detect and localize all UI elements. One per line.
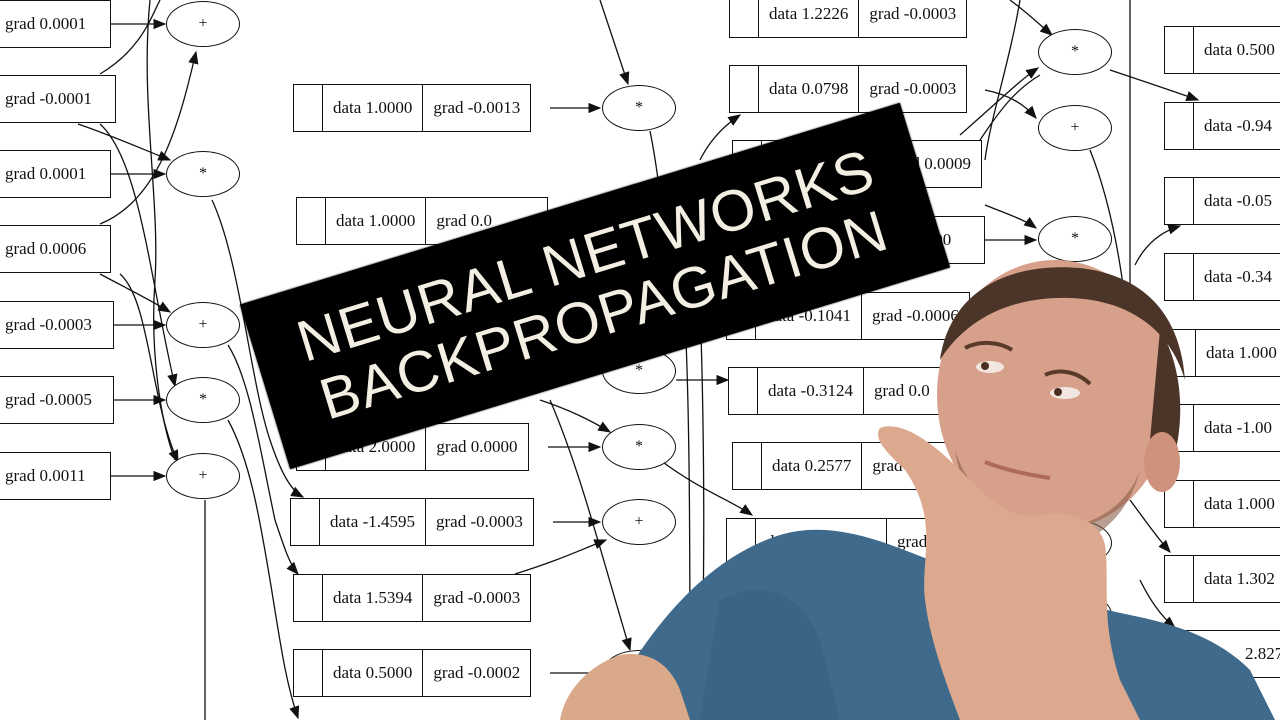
value-node: grad 0.0006: [0, 225, 111, 273]
data-value: data -1.4595: [320, 499, 426, 545]
plus-op-node: +: [602, 499, 676, 545]
node-label-cell: [1165, 405, 1194, 451]
value-node: grad -0.0003: [0, 301, 114, 349]
value-node: grad 0.0001: [0, 150, 111, 198]
node-label-cell: [1167, 330, 1196, 376]
node-label-cell: [1165, 481, 1194, 527]
data-value: data 0.2577: [762, 443, 863, 489]
value-node: data 1.000: [1164, 480, 1280, 528]
grad-value: grad -0.0003: [869, 79, 957, 98]
node-label-cell: [730, 0, 759, 37]
value-node: data -1.4595 grad -0.0003: [290, 498, 534, 546]
data-value: data 1.0000: [323, 85, 424, 131]
node-label-cell: [294, 575, 323, 621]
grad-value: grad: [897, 532, 928, 551]
times-op-node: *: [602, 85, 676, 131]
node-label-cell: [733, 443, 762, 489]
grad-value: grad -0.0001: [5, 89, 92, 108]
grad-value: grad -0.0003: [433, 588, 521, 607]
value-node: grad 0.0001: [0, 0, 111, 48]
value-node: 2.827: [1164, 630, 1280, 678]
grad-value: grad -0.0006: [871, 306, 959, 325]
grad-value: grad 0.0: [873, 381, 930, 400]
grad-value: grad 0.0001: [5, 164, 87, 183]
data-value: d...083: [756, 519, 887, 565]
data-value: data -1.00: [1194, 405, 1280, 451]
node-label-cell: [1165, 27, 1194, 73]
times-op-node: *: [166, 377, 240, 423]
grad-value: grad 0.0000: [436, 437, 518, 456]
data-value: data -0.94: [1194, 103, 1280, 149]
op-node: [1038, 592, 1112, 638]
value-node: data -0.34: [1164, 253, 1280, 301]
grad-value: d 0.0009: [911, 154, 972, 173]
plus-op-node: +: [602, 650, 676, 696]
value-node: grad 0.0011: [0, 452, 111, 500]
value-node: d...083 grad: [726, 518, 986, 566]
node-label-cell: [294, 85, 323, 131]
node-label-cell: [294, 650, 323, 696]
times-op-node: *: [1038, 216, 1112, 262]
data-value: data 1.0000: [326, 198, 427, 244]
data-value: data 0.5000: [323, 650, 424, 696]
times-op-node: *: [1038, 29, 1112, 75]
value-node: grad -0.0005: [0, 376, 114, 424]
times-op-node: *: [602, 424, 676, 470]
data-value: data 1.000: [1194, 481, 1280, 527]
value-node: data -0.05: [1164, 177, 1280, 225]
value-node: data 1.0000 grad -0.0013: [293, 84, 532, 132]
node-label-cell: [1165, 178, 1194, 224]
grad-value: grad 0.0001: [5, 14, 87, 33]
data-value: data -0.05: [1194, 178, 1280, 224]
data-value: data 1.2226: [759, 0, 860, 37]
node-label-cell: [1165, 556, 1194, 602]
value-node: data 1.302: [1164, 555, 1280, 603]
data-value: 2.827: [1245, 644, 1280, 663]
node-label-cell: [730, 66, 759, 112]
times-op-node: *: [166, 151, 240, 197]
grad-value: grad -0.0013: [433, 98, 521, 117]
node-label-cell: [1165, 631, 1193, 677]
node-label-cell: [729, 368, 758, 414]
data-value: data 0.0798: [759, 66, 860, 112]
data-value: data 1.5394: [323, 575, 424, 621]
grad-value: grad: [872, 456, 903, 475]
plus-op-node: +: [1038, 105, 1112, 151]
grad-value: grad -0.0005: [5, 390, 92, 409]
value-node: data 0.5000 grad -0.0002: [293, 649, 532, 697]
plus-op-node: +: [166, 302, 240, 348]
node-label-cell: [727, 519, 756, 565]
node-label-cell: [1165, 103, 1194, 149]
grad-value: grad -0.0003: [435, 512, 523, 531]
node-label-cell: [297, 198, 326, 244]
value-node: data 1.5394 grad -0.0003: [293, 574, 532, 622]
value-node: data -1.00: [1164, 404, 1280, 452]
data-value: data 1.000: [1196, 330, 1280, 376]
grad-value: grad 0.0006: [5, 239, 87, 258]
grad-value: grad -0.0002: [433, 663, 521, 682]
grad-value: grad -0.0003: [5, 315, 92, 334]
data-value: data -0.34: [1194, 254, 1280, 300]
value-node: data 1.000: [1166, 329, 1280, 377]
value-node: data -0.3124 grad 0.0: [728, 367, 988, 415]
value-node: grad -0.0001: [0, 75, 116, 123]
data-value: data -0.3124: [758, 368, 864, 414]
value-node: data 0.2577 grad: [732, 442, 982, 490]
plus-op-node: +: [166, 453, 240, 499]
plus-op-node: +: [166, 1, 240, 47]
data-value: data 1.302: [1194, 556, 1280, 602]
grad-value: grad 0.0011: [5, 466, 86, 485]
node-label-cell: [1165, 254, 1194, 300]
op-node: [1038, 520, 1112, 566]
value-node: data 0.500: [1164, 26, 1280, 74]
node-label-cell: [291, 499, 320, 545]
data-value: data 0.500: [1194, 27, 1280, 73]
value-node: data -0.94: [1164, 102, 1280, 150]
grad-value: grad -0.0003: [869, 4, 957, 23]
grad-value: grad 0.0: [436, 211, 493, 230]
value-node: data 0.0798 grad -0.0003: [729, 65, 968, 113]
value-node: data 1.2226 grad -0.0003: [729, 0, 968, 38]
